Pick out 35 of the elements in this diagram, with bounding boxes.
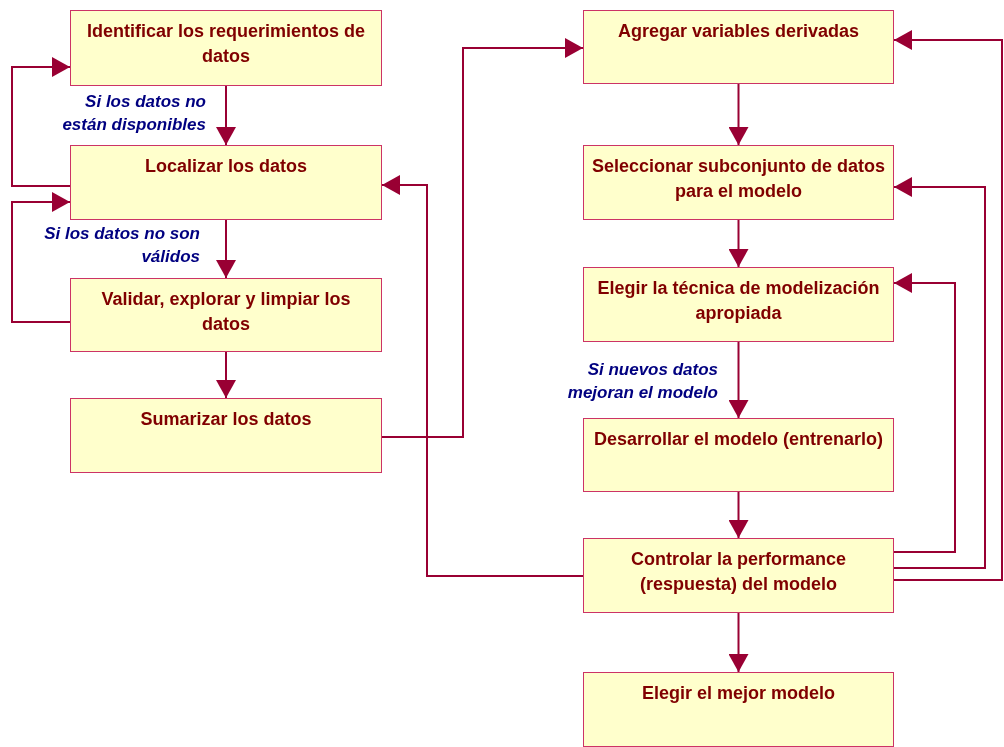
box-text: Agregar variables derivadas <box>616 20 861 43</box>
process-box <box>70 398 382 473</box>
arrow <box>728 83 749 146</box>
process-box <box>583 267 894 342</box>
process-box <box>583 672 894 747</box>
process-box <box>583 538 894 613</box>
box-text: Controlar la performance (respuesta) del modelo <box>629 548 848 596</box>
arrow <box>11 192 71 323</box>
arrow <box>381 38 584 438</box>
arrow <box>11 57 71 187</box>
arrow <box>216 219 236 279</box>
arrow <box>728 341 749 419</box>
box-text: Identificar los requerimientos de datos <box>85 20 367 68</box>
box-text: Sumarizar los datos <box>139 408 313 431</box>
box-text: Desarrollar el modelo (entrenarlo) <box>592 428 885 451</box>
arrow <box>381 175 584 577</box>
process-box <box>70 278 382 352</box>
arrow <box>728 219 749 268</box>
box-text: Elegir el mejor modelo <box>640 682 837 705</box>
arrow <box>728 491 749 539</box>
arrow <box>216 351 236 399</box>
box-text: Elegir la técnica de modelización apropiada <box>596 277 881 325</box>
arrow <box>893 30 1003 581</box>
arrow <box>728 612 749 673</box>
box-text: Seleccionar subconjunto de datos para el modelo <box>590 155 887 203</box>
box-text: Validar, explorar y limpiar los datos <box>100 288 352 336</box>
process-box <box>70 10 382 86</box>
box-text: Localizar los datos <box>143 155 308 178</box>
process-box <box>70 145 382 220</box>
arrow <box>893 273 956 553</box>
process-box <box>583 10 894 84</box>
arrow <box>893 177 986 569</box>
process-box <box>583 145 894 220</box>
process-box <box>583 418 894 492</box>
arrow <box>216 85 236 146</box>
